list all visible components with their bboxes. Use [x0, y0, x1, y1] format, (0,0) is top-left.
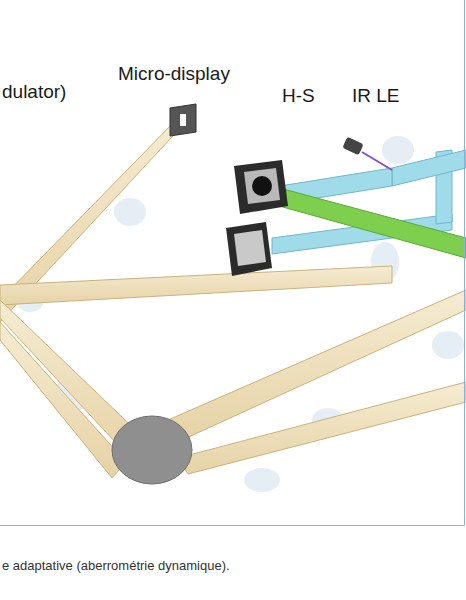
part-label: dulator) — [2, 82, 66, 103]
mirror — [112, 416, 192, 484]
part-label: Micro-display — [118, 64, 230, 85]
camera-symbols — [226, 160, 288, 276]
figure-caption: e adaptative (aberrométrie dynamique). — [2, 558, 230, 574]
light-beams — [0, 118, 466, 478]
hs-beam — [272, 186, 466, 258]
ir-led-symbol — [342, 137, 392, 170]
part-label: IR LE — [352, 86, 400, 107]
part-label: H-S — [282, 86, 315, 107]
figure-frame — [0, 0, 465, 526]
micro-display-symbol — [170, 104, 196, 136]
